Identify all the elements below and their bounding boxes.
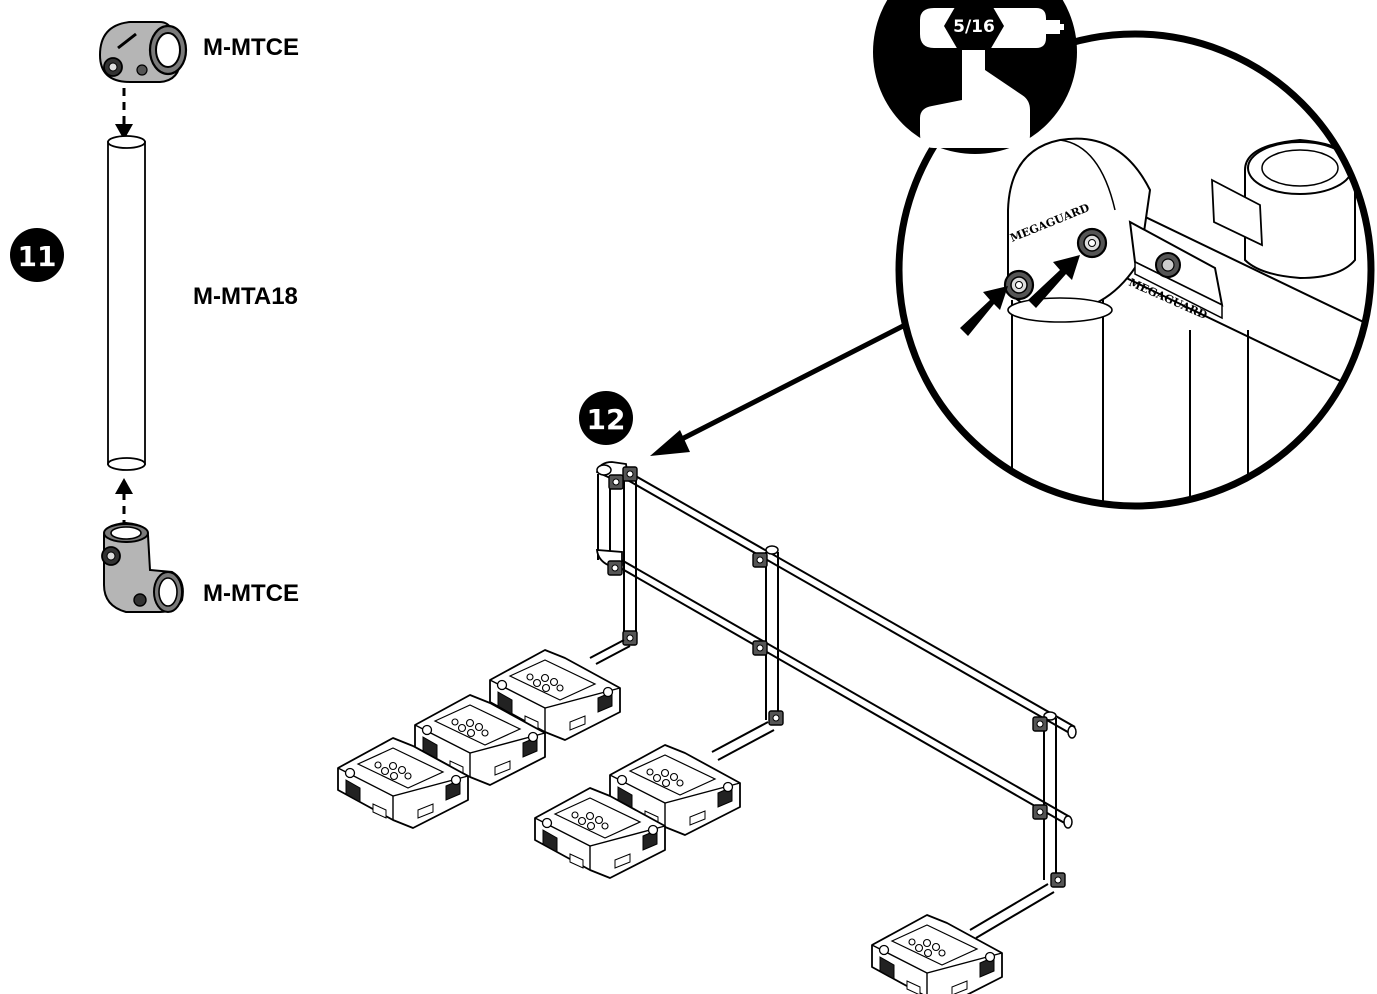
step-12-badge xyxy=(579,391,633,445)
detail-leader-arrowhead xyxy=(650,430,690,456)
hex-bit-icon: 5/16 xyxy=(944,2,1004,50)
tool-badge: 5/16 xyxy=(873,0,1077,154)
arrow-up-head xyxy=(115,478,133,494)
step-11-group: 11 M-MTCE M-MTA18 xyxy=(10,21,299,613)
bottom-elbow-label: M-MTCE xyxy=(203,580,299,607)
post-pipe xyxy=(107,135,146,471)
post-label: M-MTA18 xyxy=(193,283,298,310)
base-cluster-middle xyxy=(534,744,741,879)
top-elbow-label: M-MTCE xyxy=(203,34,299,61)
guardrail-assembly xyxy=(589,461,1077,939)
screw-arrow-2 xyxy=(1028,255,1080,308)
screw-arrow-1 xyxy=(960,286,1008,336)
step-12-number: 12 xyxy=(587,403,626,436)
arrow-down-head xyxy=(115,124,133,140)
step-11-badge xyxy=(10,228,64,282)
step-12-group: 12 xyxy=(337,322,1077,994)
detail-circle-outline xyxy=(895,30,1375,510)
detail-leader-line xyxy=(670,322,907,447)
bottom-elbow-fitting xyxy=(101,521,184,613)
base-single-right xyxy=(871,914,1003,994)
top-elbow-fitting xyxy=(98,21,188,83)
drill-icon xyxy=(920,8,1064,148)
socket-size-label: 5/16 xyxy=(953,17,995,37)
step-11-number: 11 xyxy=(18,240,57,273)
